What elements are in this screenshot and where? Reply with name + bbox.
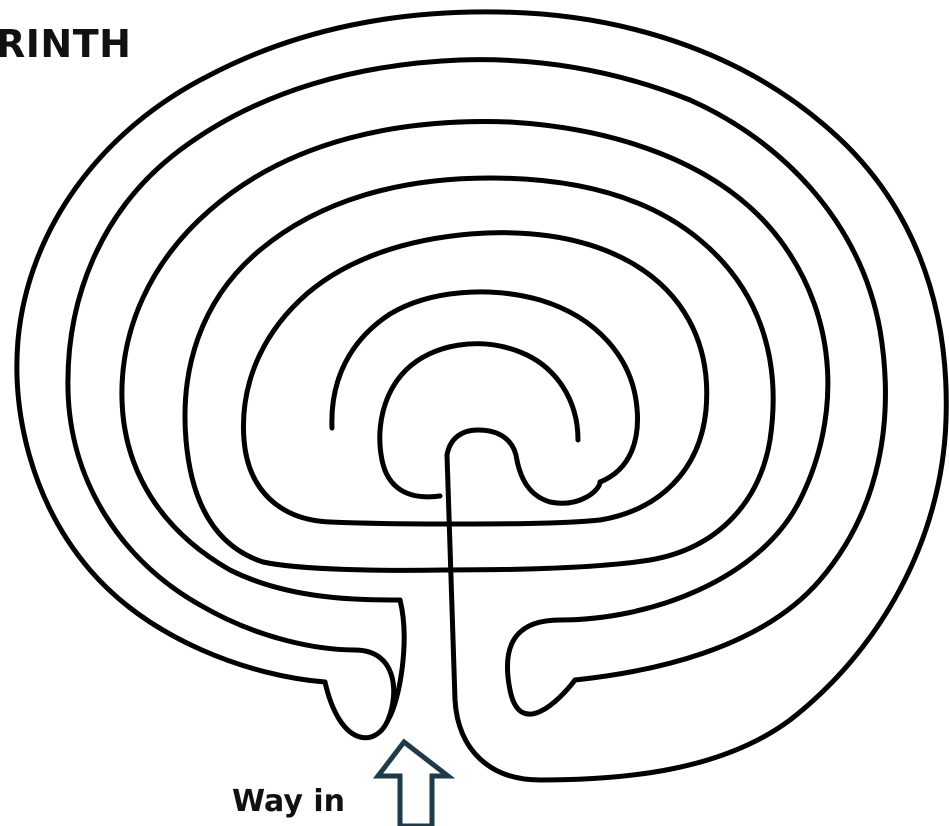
labyrinth-wall-3: [122, 122, 828, 715]
labyrinth-wall-5: [185, 178, 773, 570]
labyrinth-wall-2: [68, 60, 885, 738]
labyrinth-wall-outer: [17, 12, 946, 780]
way-in-label: Way in: [232, 784, 345, 819]
labyrinth-wall-9: [380, 344, 578, 497]
labyrinth-wall-8: [332, 292, 638, 482]
labyrinth-wall-6: [243, 233, 706, 524]
labyrinth-wall-7: [445, 520, 600, 524]
arrow-up-icon: [378, 742, 448, 826]
